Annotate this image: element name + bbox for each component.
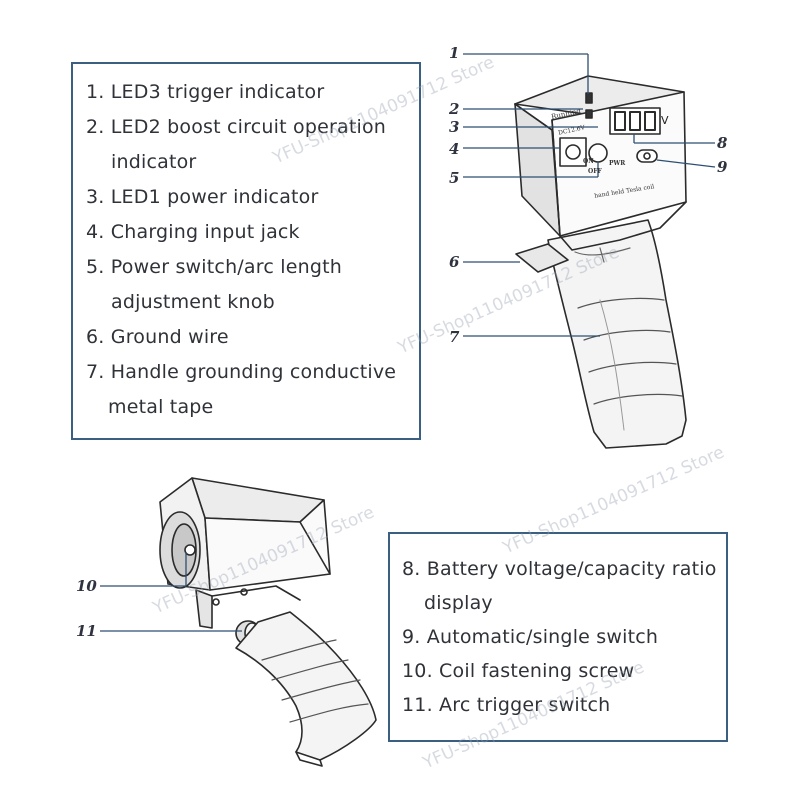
legend-item-4: 4. Charging input jack [86, 221, 300, 243]
callout-3: 3 [449, 118, 460, 136]
legend-item-2: 2. LED2 boost circuit operation [86, 116, 387, 138]
top-device-ground-plate [515, 243, 569, 273]
label-pwr: PWR [609, 160, 626, 167]
callout-4: 4 [449, 140, 460, 158]
legend-box-bottom [388, 532, 728, 742]
callout-lines [100, 53, 716, 632]
callout-10: 10 [76, 577, 97, 595]
legend-item-7-cont: metal tape [108, 396, 214, 418]
top-device-handle-grip [577, 297, 683, 405]
bottom-device-mount-plate [195, 589, 213, 629]
callout-1: 1 [449, 44, 460, 62]
legend-item-8: 8. Battery voltage/capacity ratio [402, 558, 717, 580]
legend-item-5: 5. Power switch/arc length [86, 256, 342, 278]
legend-item-1: 1. LED3 trigger indicator [86, 81, 325, 103]
bottom-device-coil-screw [184, 544, 196, 556]
top-device-handle [547, 219, 687, 449]
legend-item-10: 10. Coil fastening screw [402, 660, 635, 682]
top-device-led3 [585, 92, 593, 104]
legend-item-5-cont: adjustment knob [111, 291, 275, 313]
legend-box-top [71, 62, 421, 440]
top-device-mode-switch [636, 149, 658, 163]
callout-8: 8 [717, 134, 728, 152]
legend-item-9: 9. Automatic/single switch [402, 626, 659, 648]
label-off: OFF [588, 168, 602, 175]
callout-7: 7 [449, 328, 460, 346]
label-unit: V [661, 114, 669, 127]
callout-line-9 [656, 159, 716, 168]
top-device-charge-jack [559, 137, 587, 167]
top-device-led2 [585, 109, 593, 119]
bottom-device-handle [235, 611, 377, 761]
legend-item-2-cont: indicator [111, 151, 197, 173]
legend-item-3: 3. LED1 power indicator [86, 186, 319, 208]
bottom-device-box-front [204, 499, 331, 591]
legend-item-8-cont: display [424, 592, 493, 614]
bottom-device-drawing [159, 477, 377, 767]
callout-11: 11 [76, 622, 97, 640]
callout-9: 9 [717, 158, 728, 176]
bottom-device-box-top [191, 477, 325, 523]
top-device-drawing [514, 75, 687, 449]
legend-item-6: 6. Ground wire [86, 326, 229, 348]
callout-2: 2 [449, 100, 460, 118]
bottom-device-handle-grip [261, 639, 369, 723]
legend-item-11: 11. Arc trigger switch [402, 694, 611, 716]
legend-item-7: 7. Handle grounding conductive [86, 361, 397, 383]
label-on: ON [583, 158, 594, 165]
callout-5: 5 [449, 169, 460, 187]
callout-6: 6 [449, 253, 460, 271]
top-device-handle-shading [599, 299, 625, 431]
